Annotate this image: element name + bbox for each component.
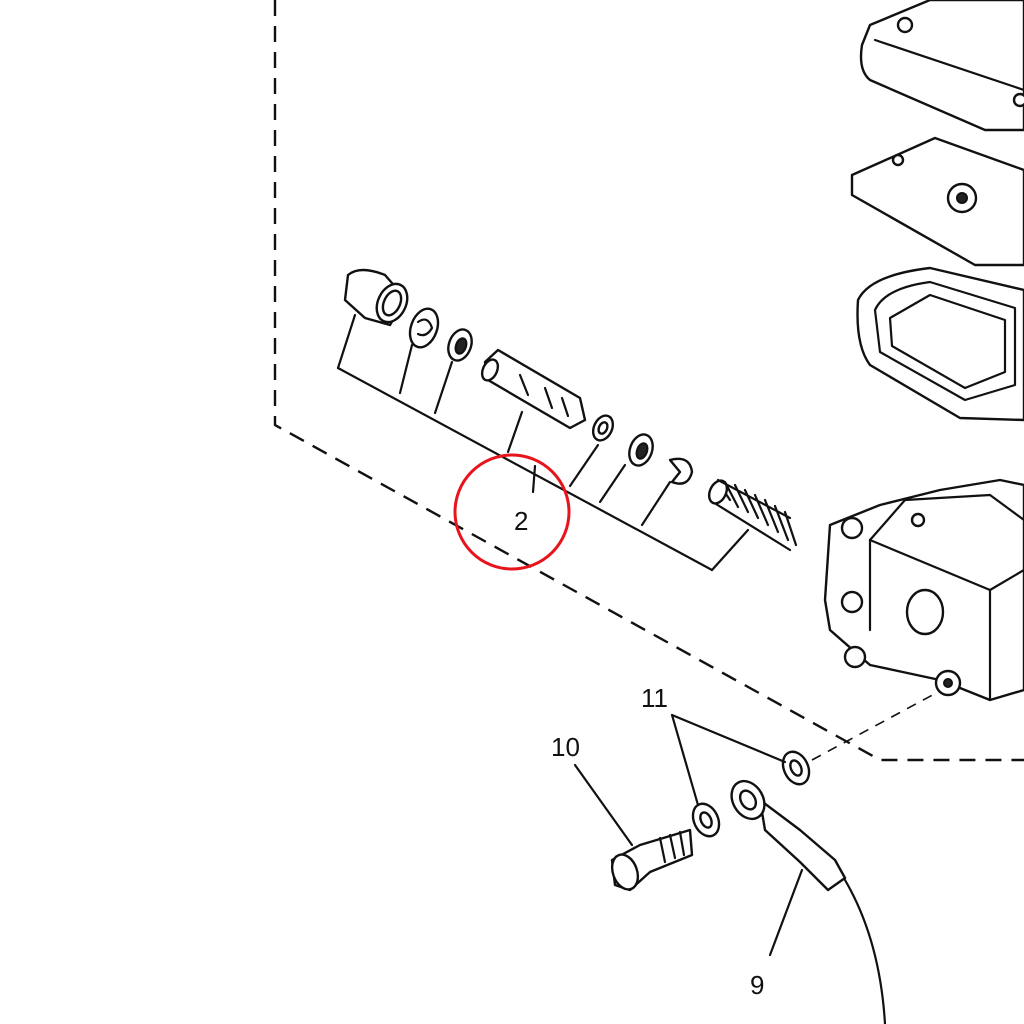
callout-9-leader	[768, 868, 804, 957]
piston	[480, 348, 587, 430]
callout-2-leaders	[336, 313, 750, 572]
piston-seal	[447, 328, 473, 362]
dust-boot	[343, 268, 409, 327]
callout-2-label: 2	[514, 506, 528, 536]
callout-11-label: 11	[641, 683, 668, 713]
copper-washer-2	[781, 750, 811, 786]
diaphragm-gasket	[856, 266, 1024, 422]
callout-11-leader	[670, 713, 787, 807]
brake-hose	[730, 779, 887, 1024]
spring	[707, 478, 798, 552]
callout-9-label: 9	[750, 970, 764, 1000]
copper-washer-1	[691, 802, 721, 838]
secondary-seal	[628, 433, 654, 467]
spring-seat	[668, 457, 694, 485]
assembly-boundary	[273, 0, 1024, 762]
highlight-circle	[453, 453, 571, 571]
washer	[591, 414, 615, 442]
assembly-axis	[811, 691, 939, 761]
reservoir-cap	[859, 0, 1024, 132]
callout-10-leader	[573, 763, 634, 847]
circlip	[408, 307, 440, 349]
diaphragm-plate	[850, 136, 1024, 267]
callout-10-label: 10	[551, 732, 580, 762]
banjo-bolt	[610, 828, 694, 892]
master-cylinder-body	[823, 478, 1024, 702]
